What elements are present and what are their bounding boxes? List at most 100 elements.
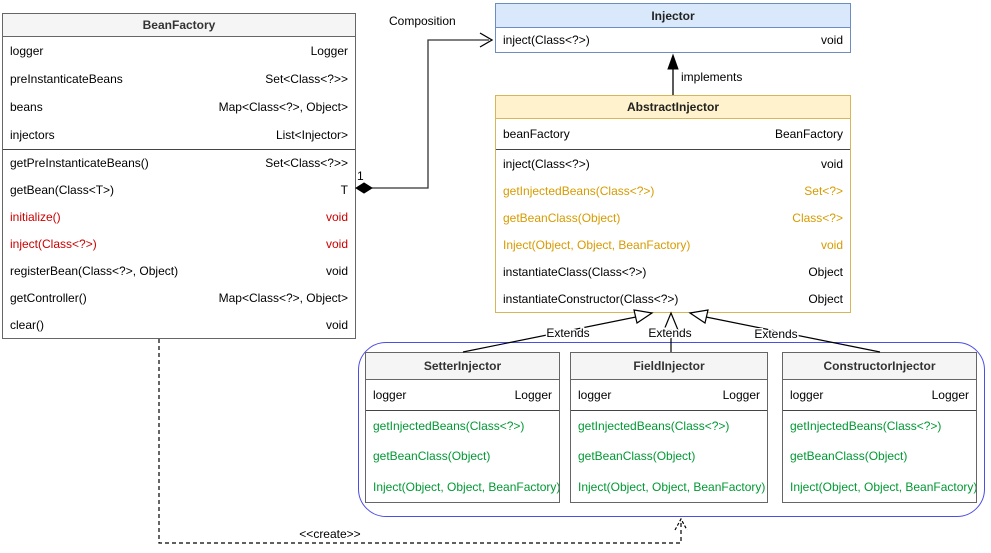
- field-name: logger: [373, 388, 407, 402]
- fields-section: beanFactory BeanFactory: [496, 119, 850, 149]
- methods-section: getPreInstanticateBeans() Set<Class<?>> g…: [3, 149, 355, 338]
- field-row: logger Logger: [366, 380, 559, 410]
- method-name: inject(Class<?>): [10, 237, 97, 251]
- create-label: <<create>>: [299, 527, 360, 541]
- method-name: getBean(Class<T>): [10, 183, 115, 198]
- method-name: getInjectedBeans(Class<?>): [503, 183, 655, 198]
- composition-edge: [372, 39, 489, 189]
- field-type: BeanFactory: [774, 127, 843, 141]
- composition-label: Composition: [389, 14, 456, 28]
- field-type: Logger: [514, 388, 552, 402]
- method-type: void: [325, 263, 348, 278]
- method-row: Inject(Object, Object, BeanFactory): [366, 472, 559, 502]
- method-row: Inject(Object, Object, BeanFactory): [571, 472, 767, 502]
- method-name: inject(Class<?>): [503, 156, 590, 171]
- class-title: AbstractInjector: [496, 96, 850, 119]
- class-title: Injector: [496, 4, 850, 28]
- method-row: getInjectedBeans(Class<?>): [783, 411, 976, 441]
- extends-label-left: Extends: [546, 326, 589, 340]
- method-name: getInjectedBeans(Class<?>): [578, 419, 730, 434]
- method-name: getBeanClass(Object): [578, 449, 696, 464]
- multiplicity-label: 1: [357, 169, 364, 183]
- field-type: Logger: [722, 388, 760, 402]
- method-row: clear() void: [3, 311, 355, 338]
- method-row: getBeanClass(Object): [783, 441, 976, 471]
- method-type: void: [820, 156, 843, 171]
- field-row: injectors List<Injector>: [3, 121, 355, 149]
- fields-section: logger Logger: [366, 380, 559, 410]
- field-name: beanFactory: [503, 127, 570, 141]
- method-row: inject(Class<?>)void: [3, 231, 355, 258]
- method-row: getController()Map<Class<?>, Object>: [3, 284, 355, 311]
- method-type: Map<Class<?>, Object>: [218, 290, 348, 305]
- method-name: instantiateClass(Class<?>): [503, 264, 647, 279]
- class-beanfactory[interactable]: BeanFactory logger Logger preInstanticate…: [2, 13, 356, 339]
- method-name: Inject(Object, Object, BeanFactory): [373, 479, 559, 494]
- method-type: void: [820, 237, 843, 252]
- methods-section: getInjectedBeans(Class<?>) getBeanClass(…: [571, 410, 767, 502]
- method-type: void: [325, 210, 348, 225]
- method-row: getInjectedBeans(Class<?>): [571, 411, 767, 441]
- class-title: BeanFactory: [3, 14, 355, 37]
- method-row: Inject(Object, Object, BeanFactory): [783, 472, 976, 502]
- create-open-arrowhead: [674, 517, 688, 531]
- class-title: ConstructorInjector: [783, 353, 976, 380]
- method-type: Object: [808, 264, 843, 279]
- field-name: injectors: [10, 128, 55, 142]
- method-row: getInjectedBeans(Class<?>) Set<?>: [496, 177, 850, 204]
- method-row: getBeanClass(Object): [366, 441, 559, 471]
- method-row: getBeanClass(Object): [571, 441, 767, 471]
- extends-label-center: Extends: [648, 326, 691, 340]
- field-row: beanFactory BeanFactory: [496, 119, 850, 149]
- implements-label: implements: [681, 70, 742, 84]
- composition-open-arrowhead: [479, 32, 494, 48]
- field-row: logger Logger: [3, 37, 355, 65]
- inheritance-triangle: [663, 311, 679, 331]
- method-name: inject(Class<?>): [503, 33, 590, 47]
- field-type: List<Injector>: [275, 128, 348, 142]
- fields-section: logger Logger: [571, 380, 767, 410]
- method-row: getBean(Class<T>) T: [3, 177, 355, 204]
- method-type: Object: [808, 291, 843, 306]
- method-row: initialize() void: [3, 204, 355, 231]
- class-injector[interactable]: Injector inject(Class<?>) void: [495, 3, 851, 53]
- method-name: initialize(): [10, 210, 61, 225]
- method-name: getBeanClass(Object): [503, 210, 621, 225]
- method-type: void: [820, 33, 843, 47]
- method-type: void: [325, 317, 348, 332]
- method-row: registerBean(Class<?>, Object)void: [3, 257, 355, 284]
- method-row: getPreInstanticateBeans() Set<Class<?>>: [3, 150, 355, 177]
- method-name: getInjectedBeans(Class<?>): [790, 419, 942, 434]
- method-row: Inject(Object, Object, BeanFactory)void: [496, 231, 850, 258]
- method-name: instantiateConstructor(Class<?>): [503, 291, 679, 306]
- class-setterinjector[interactable]: SetterInjector logger Logger getInjectedB…: [365, 352, 560, 503]
- field-name: beans: [10, 100, 43, 114]
- method-type: Set<Class<?>>: [265, 156, 348, 171]
- field-name: logger: [578, 388, 612, 402]
- field-type: Logger: [310, 44, 348, 58]
- method-row: getBeanClass(Object) Class<?>: [496, 204, 850, 231]
- methods-section: inject(Class<?>) void getInjectedBeans(Cl…: [496, 149, 850, 312]
- method-type: T: [340, 183, 348, 198]
- method-name: getPreInstanticateBeans(): [10, 156, 149, 171]
- method-row: instantiateClass(Class<?>) Object: [496, 258, 850, 285]
- method-name: Inject(Object, Object, BeanFactory): [578, 479, 766, 494]
- extends-label-right: Extends: [754, 327, 797, 341]
- class-title: SetterInjector: [366, 353, 559, 380]
- field-name: logger: [10, 44, 44, 58]
- method-type: Set<?>: [804, 183, 843, 198]
- method-row: inject(Class<?>) void: [496, 28, 850, 52]
- method-type: Class<?>: [792, 210, 843, 225]
- field-name: logger: [790, 388, 824, 402]
- methods-section: getInjectedBeans(Class<?>) getBeanClass(…: [366, 410, 559, 502]
- method-name: clear(): [10, 317, 45, 332]
- method-row: inject(Class<?>) void: [496, 150, 850, 177]
